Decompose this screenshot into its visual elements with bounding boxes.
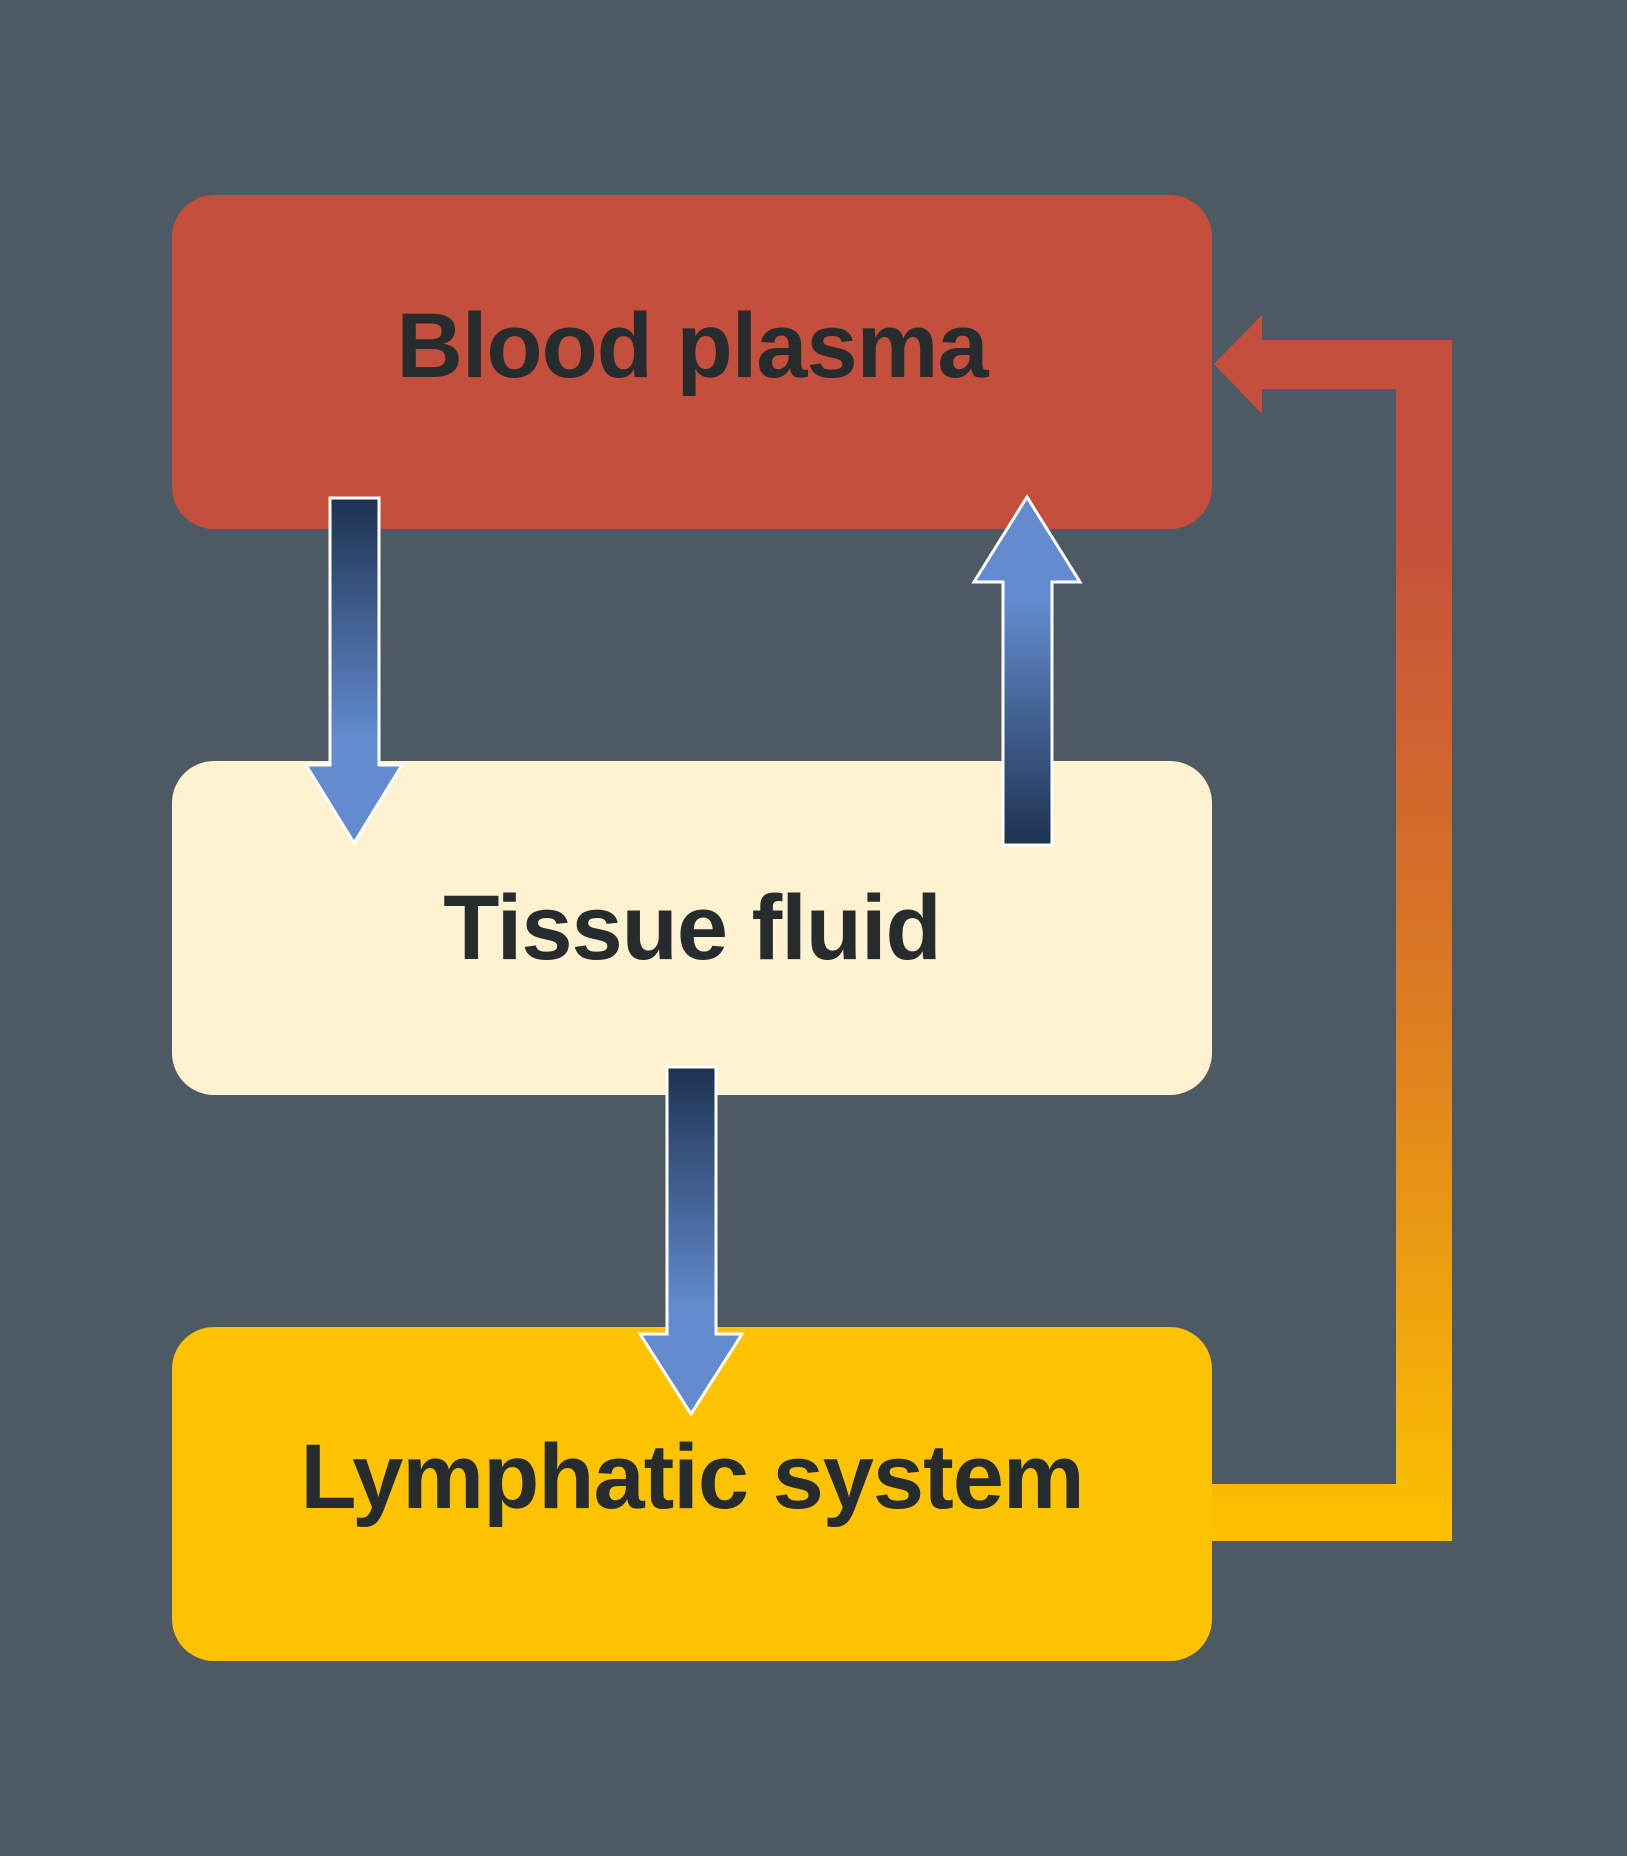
node-tissue-fluid-label: Tissue fluid (443, 876, 942, 979)
node-lymphatic-system-label: Lymphatic system (300, 1425, 1084, 1528)
node-blood-plasma: Blood plasma (172, 195, 1212, 529)
node-tissue-fluid: Tissue fluid (172, 761, 1212, 1095)
arrow-lymph-to-blood (1212, 315, 1452, 1541)
node-blood-plasma-label: Blood plasma (396, 294, 988, 397)
node-lymphatic-system: Lymphatic system (172, 1327, 1212, 1661)
